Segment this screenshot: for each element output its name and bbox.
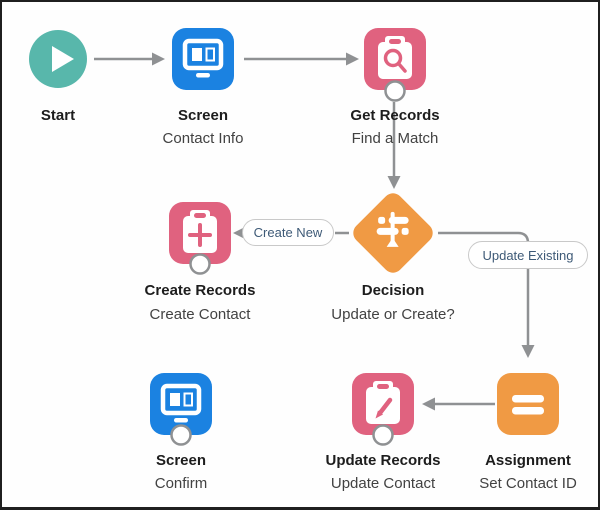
node-update-records[interactable] <box>352 373 414 435</box>
node-title: Get Records <box>350 107 440 124</box>
node-subtitle: Create Contact <box>149 306 251 323</box>
node-title: Screen <box>155 452 207 469</box>
node-subtitle: Update or Create? <box>331 306 455 323</box>
arrowhead-down-icon <box>387 176 401 189</box>
arrowhead-left-icon <box>422 397 435 411</box>
clipboard-pencil-icon <box>366 381 400 424</box>
node-title: Decision <box>361 282 425 299</box>
node-get-records[interactable] <box>364 28 426 90</box>
node-title: Screen <box>177 107 229 124</box>
clipboard-plus-icon <box>183 210 217 253</box>
node-assignment[interactable] <box>497 373 559 435</box>
node-subtitle: Find a Match <box>351 130 439 147</box>
arrowhead-right-icon <box>152 52 165 66</box>
node-subtitle: Update Contact <box>330 475 436 492</box>
node-title: Start <box>40 107 76 124</box>
signpost-icon <box>377 211 409 247</box>
screen-icon <box>160 383 202 423</box>
node-subtitle: Confirm <box>154 475 208 492</box>
branch-label-update-existing[interactable]: Update Existing <box>468 241 588 269</box>
clipboard-search-icon <box>378 36 412 79</box>
play-icon <box>52 46 74 72</box>
start-node-circle <box>29 30 87 88</box>
node-create-records[interactable] <box>169 202 231 264</box>
arrowhead-down-icon <box>521 345 535 358</box>
node-screen-confirm[interactable] <box>150 373 212 435</box>
equals-icon <box>512 395 544 415</box>
node-subtitle: Set Contact ID <box>479 475 577 492</box>
node-title: Assignment <box>485 452 571 469</box>
node-start[interactable] <box>29 30 87 88</box>
node-decision[interactable] <box>349 189 437 277</box>
branch-label-create-new[interactable]: Create New <box>242 219 334 246</box>
node-title: Update Records <box>325 452 441 469</box>
node-subtitle: Contact Info <box>162 130 244 147</box>
node-title: Create Records <box>144 282 256 299</box>
screen-icon <box>182 38 224 78</box>
arrowhead-right-icon <box>346 52 359 66</box>
node-screen-contact-info[interactable] <box>172 28 234 90</box>
